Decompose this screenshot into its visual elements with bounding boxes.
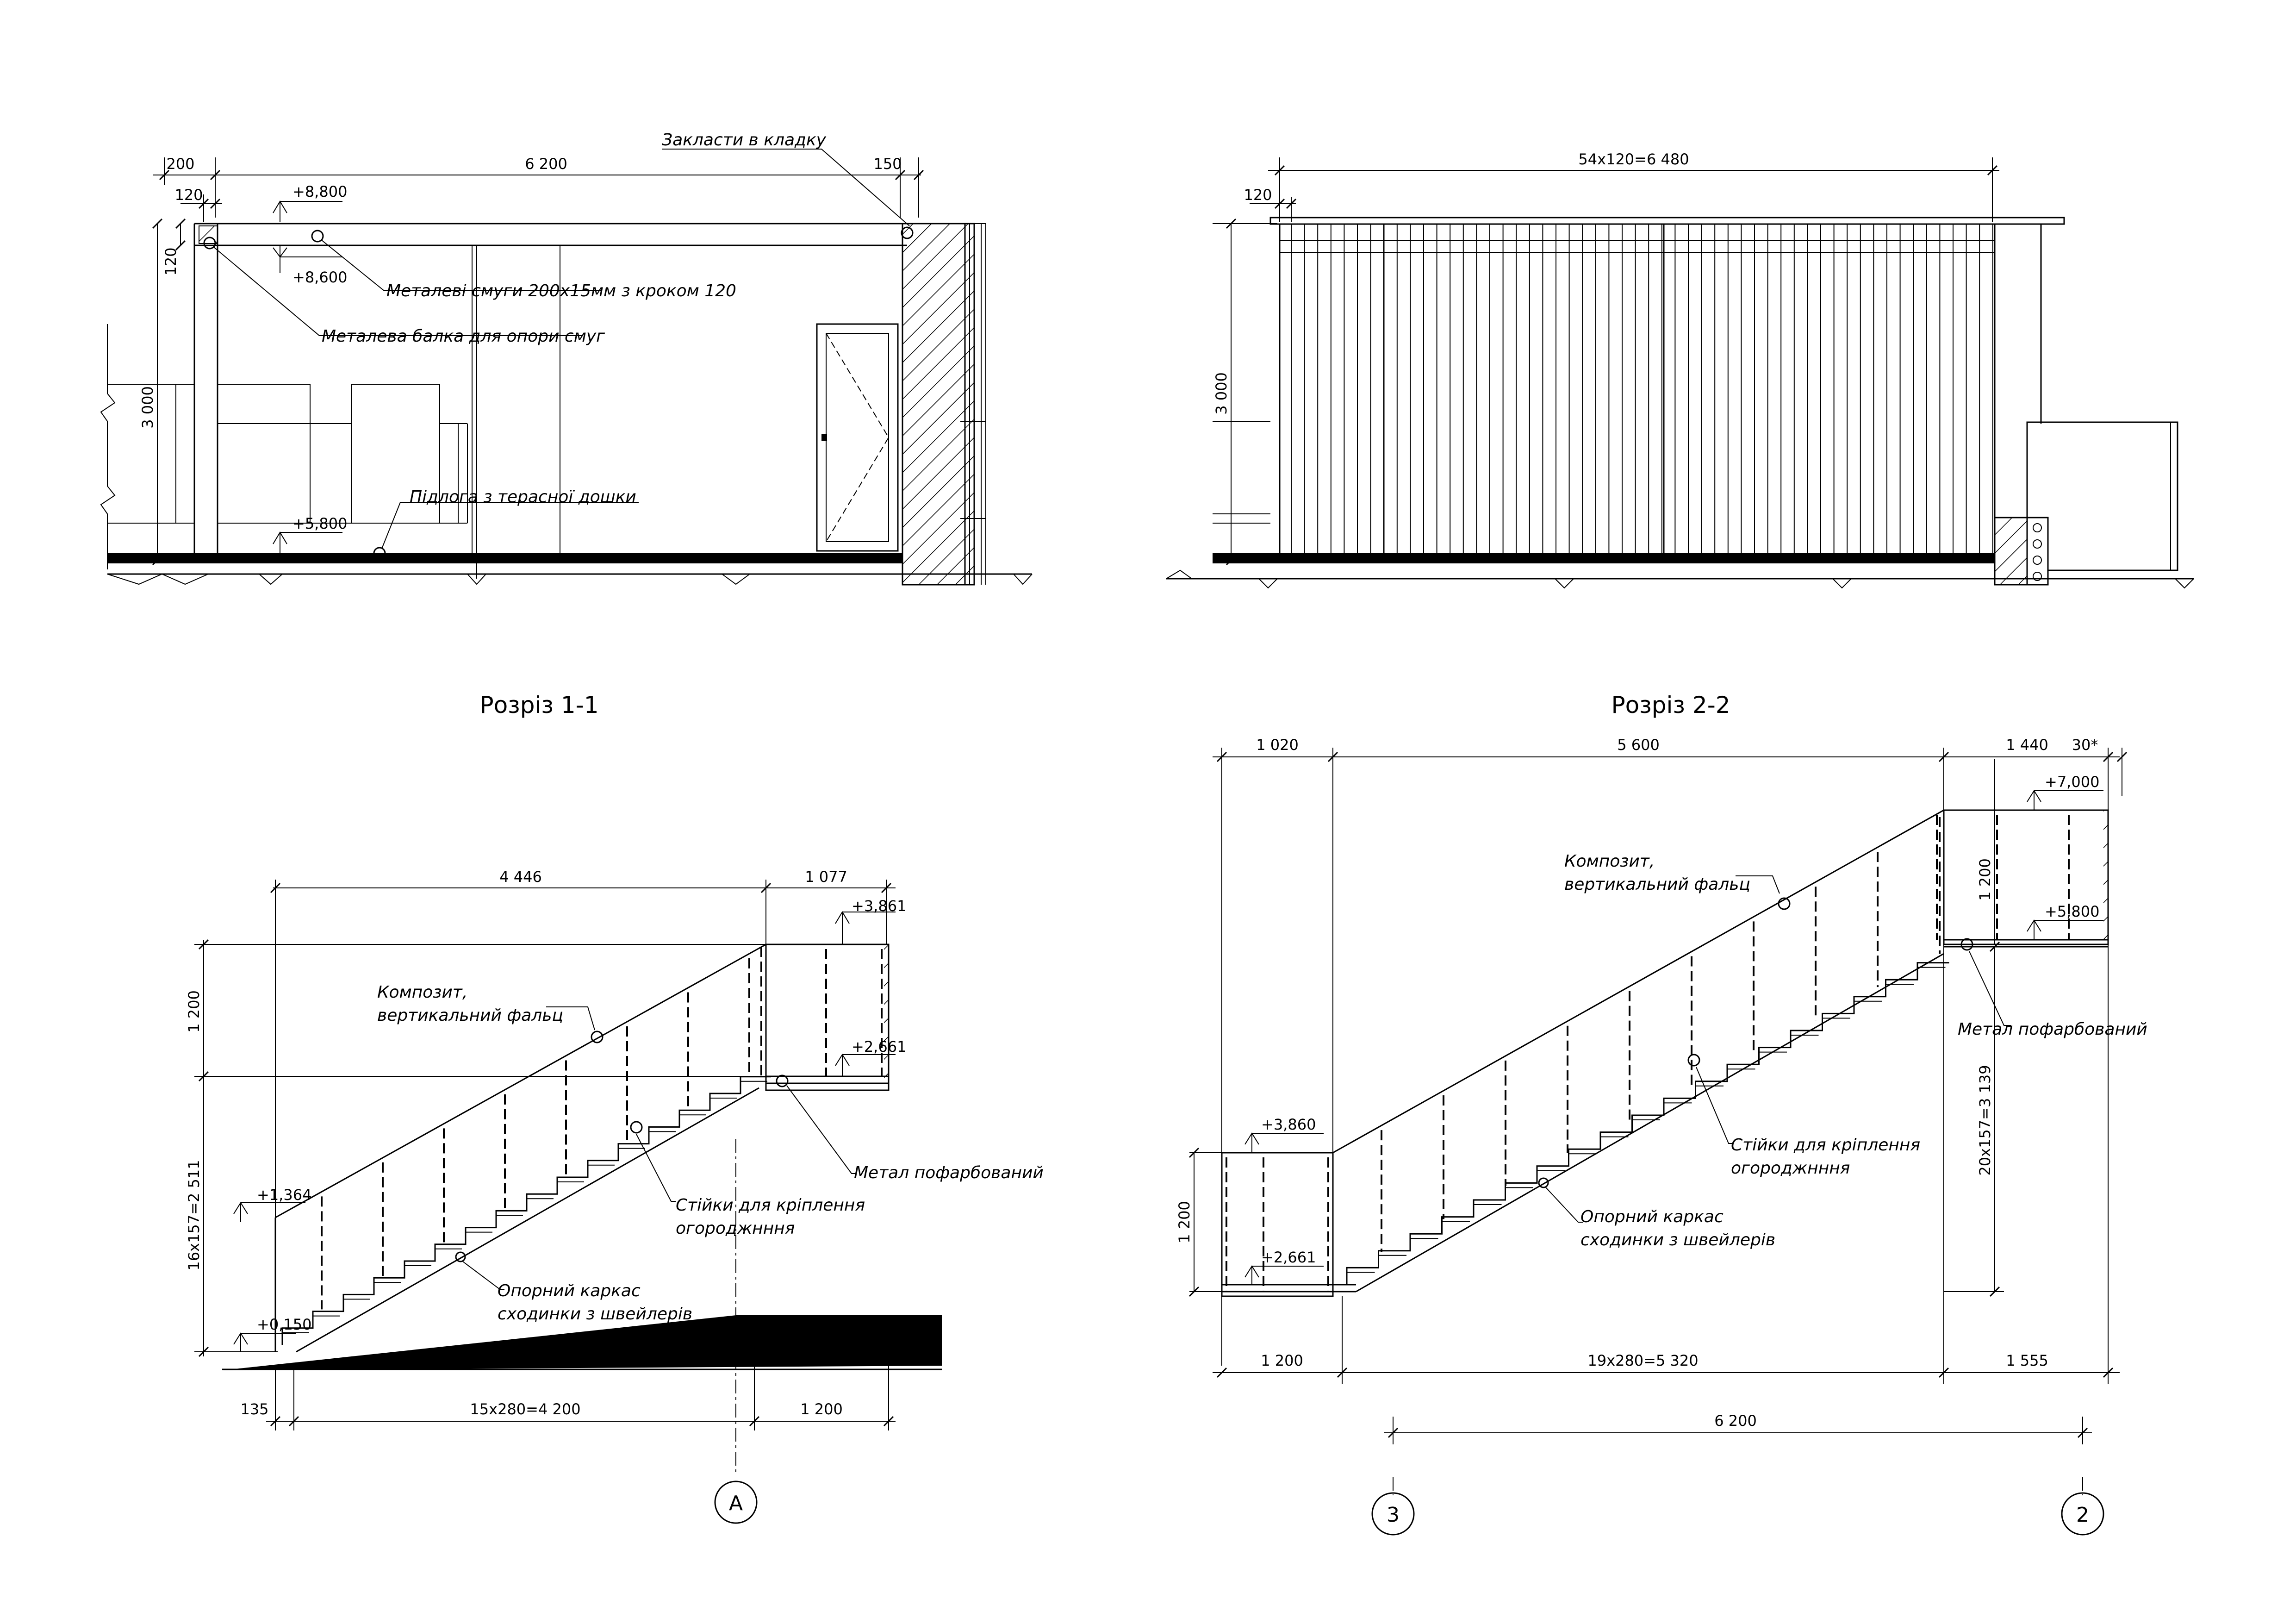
section-2-2: 54х120=6 480 120 3 000 (1166, 150, 2194, 718)
railing-posts (321, 958, 750, 1310)
dim-1200-b: 1 200 (1261, 1352, 1303, 1369)
dim-150: 150 (873, 155, 902, 173)
dim-6200-axes: 6 200 (1714, 1412, 1757, 1430)
note-posts-2b: огороджнння (1731, 1159, 1850, 1178)
dim-1200-bottom: 1 200 (800, 1400, 843, 1418)
level-2661-stair2: +2,661 (1261, 1249, 1316, 1266)
dim-120-left: 120 (162, 247, 180, 275)
dim-4200: 15х280=4 200 (470, 1400, 580, 1418)
dim-1077: 1 077 (805, 868, 847, 886)
stair-section-2: 1 020 5 600 1 440 30* 1 200 +7,000 +5,80… (1176, 736, 2147, 1536)
dim-1440: 1 440 (2006, 736, 2048, 754)
note-composite-2a: Композит, (1564, 852, 1655, 871)
axis-label-2: 2 (2076, 1503, 2089, 1527)
dim-3139: 20х157=3 139 (1976, 1065, 1994, 1175)
note-embed-in-masonry: Закласти в кладку (662, 131, 827, 150)
level-2661: +2,661 (852, 1038, 906, 1056)
stair-section-1: 4 446 1 077 1 200 16х157=2 511 +3,861 (185, 868, 1044, 1524)
stair-steps-2 (1346, 962, 1949, 1285)
note-frame-2: сходинки з швейлерів (498, 1305, 692, 1324)
dim-120-top: 120 (174, 186, 203, 204)
vertical-metal-strips (1291, 224, 1993, 553)
note-posts-1: Стійки для кріплення (676, 1196, 865, 1215)
stair-steps (281, 1076, 771, 1345)
dim-5320: 19х280=5 320 (1587, 1352, 1698, 1369)
dim-120-2-2: 120 (1244, 186, 1272, 204)
note-metal-beam: Металева балка для опори смуг (322, 327, 605, 346)
note-composite-2b: вертикальний фальц (1564, 875, 1750, 894)
axis-label-3: 3 (1387, 1503, 1400, 1527)
level-3860: +3,860 (1261, 1116, 1316, 1133)
dim-1200-top-landing: 1 200 (1976, 858, 1994, 901)
level-5800-stair: +5,800 (2045, 903, 2099, 920)
title-section-2-2: Розріз 2-2 (1611, 692, 1730, 718)
railing-posts-2 (1381, 817, 1941, 1252)
dim-3000: 3 000 (139, 386, 156, 429)
axis-label-a: А (729, 1492, 743, 1515)
dim-1200-stair1: 1 200 (185, 990, 203, 1033)
level-3861: +3,861 (852, 897, 906, 915)
dim-6200: 6 200 (525, 155, 567, 173)
note-frame-2a: Опорний каркас (1580, 1207, 1724, 1226)
note-painted-metal-2: Метал пофарбований (1958, 1020, 2147, 1039)
dim-135: 135 (240, 1400, 268, 1418)
dim-1555: 1 555 (2006, 1352, 2048, 1369)
stair-profile (281, 1076, 771, 1345)
dim-1020: 1 020 (1256, 736, 1299, 754)
dim-200: 200 (166, 155, 194, 173)
note-posts-2a: Стійки для кріплення (1731, 1136, 1920, 1155)
level-5800: +5,800 (292, 515, 347, 532)
level-0150: +0,150 (257, 1316, 311, 1333)
level-8800: +8,800 (292, 183, 347, 200)
dim-2511: 16х157=2 511 (185, 1160, 203, 1270)
note-frame-2b: сходинки з швейлерів (1580, 1230, 1775, 1249)
note-painted-metal: Метал пофарбований (854, 1163, 1044, 1182)
stair-profile-2 (1346, 962, 1949, 1285)
note-deck-floor: Підлога з терасної дошки (410, 487, 636, 506)
note-frame-1: Опорний каркас (498, 1281, 641, 1300)
dim-30: 30* (2072, 736, 2098, 754)
note-posts-2: огороджнння (676, 1219, 795, 1238)
section-1-1: 200 6 200 150 120 Закласти в кладку +8,8… (100, 131, 1033, 718)
note-metal-strips: Металеві смуги 200х15мм з кроком 120 (386, 281, 736, 300)
dim-1200-left: 1 200 (1176, 1201, 1193, 1243)
title-section-1-1: Розріз 1-1 (479, 692, 598, 718)
dim-5600: 5 600 (1617, 736, 1660, 754)
note-composite-2: вертикальний фальц (377, 1006, 563, 1025)
dim-3000-2-2: 3 000 (1213, 372, 1230, 415)
level-8600: +8,600 (292, 269, 347, 286)
level-1364: +1,364 (257, 1186, 311, 1204)
note-composite-1: Композит, (377, 983, 467, 1002)
dim-6480: 54х120=6 480 (1578, 150, 1689, 168)
level-7000: +7,000 (2045, 773, 2099, 791)
dim-4446: 4 446 (499, 868, 542, 886)
